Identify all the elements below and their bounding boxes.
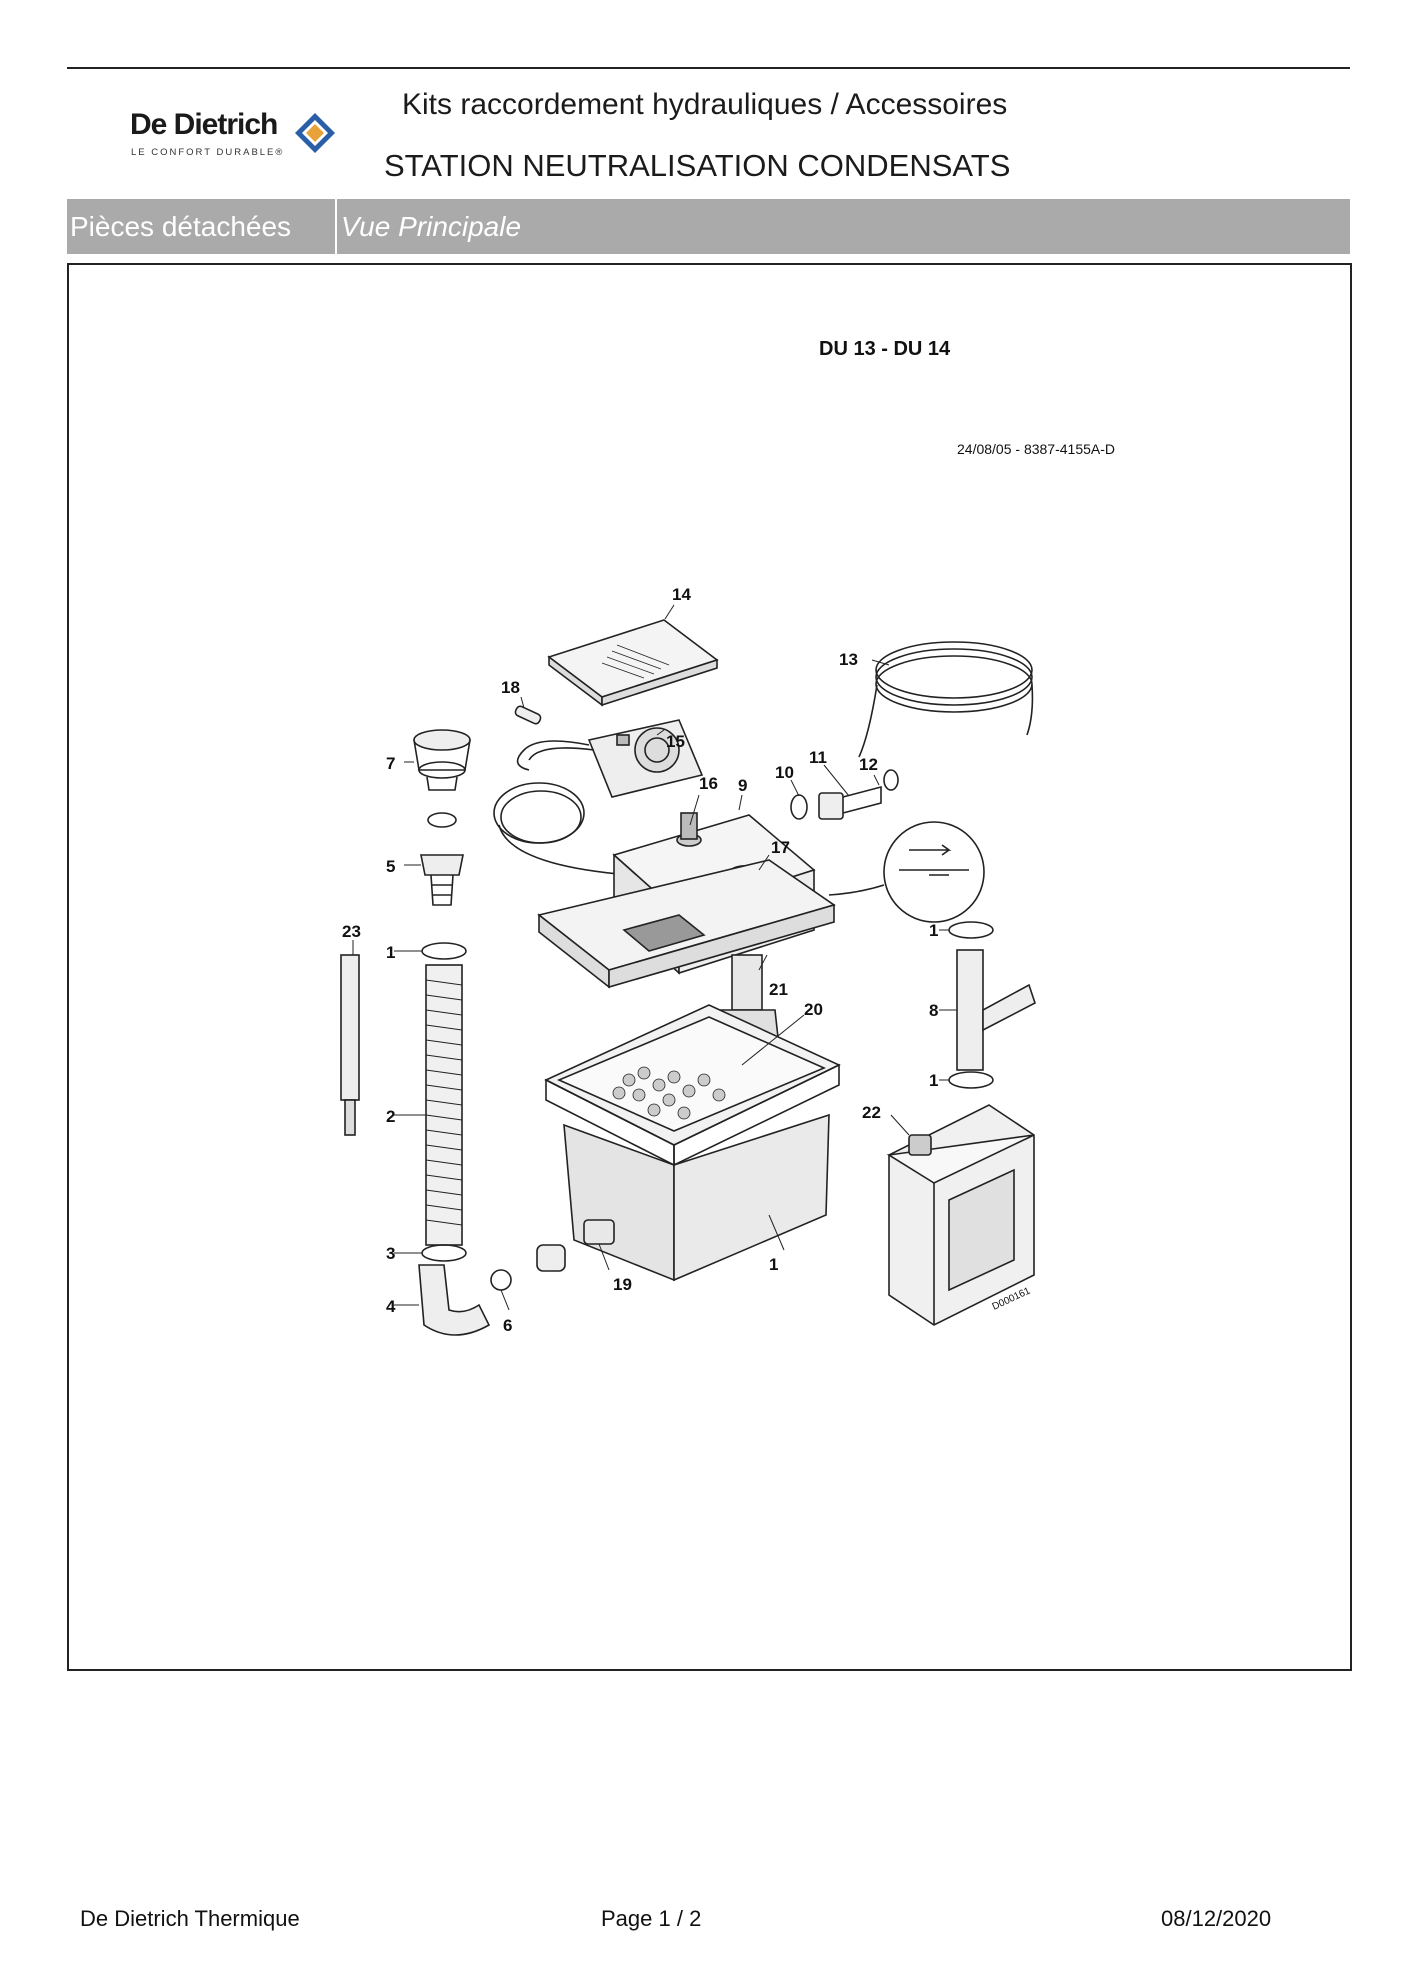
elbow-connector [418, 1264, 491, 1336]
nut-fitting [413, 729, 471, 791]
drawing-reference: 24/08/05 - 8387-4155A-D [957, 441, 1115, 457]
part-number: 2 [386, 1107, 395, 1126]
gasket [427, 812, 457, 828]
part-number: 1 [929, 921, 938, 940]
seal-ring [790, 794, 808, 820]
part-number: 22 [862, 1103, 881, 1122]
part-number: 16 [699, 774, 718, 793]
part-number: 1 [386, 943, 395, 962]
neutraliser-canister [886, 1104, 1035, 1326]
section-bar: Pièces détachées Vue Principale [67, 199, 1350, 254]
part-number: 17 [771, 838, 790, 857]
diagram-frame: DU 13 - DU 14 24/08/05 - 8387-4155A-D [67, 263, 1352, 1671]
part-number: 18 [501, 678, 520, 697]
exploded-parts-diagram: DU 13 - DU 14 24/08/05 - 8387-4155A-D [340, 338, 1115, 1336]
section-label: Pièces détachées [70, 211, 292, 242]
hose-connector [818, 785, 882, 820]
part-number: 8 [929, 1001, 938, 1020]
neutralisation-tank [544, 1004, 841, 1282]
tube-coil [858, 641, 1034, 758]
part-number: 10 [775, 763, 794, 782]
clamp-ring [883, 769, 899, 791]
page-title: Kits raccordement hydrauliques / Accesso… [402, 88, 1008, 121]
view-label: Vue Principale [341, 211, 522, 242]
part-number: 19 [613, 1275, 632, 1294]
tank-lid [537, 859, 836, 989]
part-number: 1 [929, 1071, 938, 1090]
section-divider [335, 199, 337, 254]
part-number: 11 [809, 748, 827, 767]
outlet-nozzle [583, 1219, 615, 1245]
part-number: 9 [738, 776, 747, 795]
footer-date: 08/12/2020 [1161, 1906, 1272, 1931]
part-number: 5 [386, 857, 395, 876]
page-subtitle: STATION NEUTRALISATION CONDENSATS [384, 148, 1011, 183]
detail-callout [828, 821, 985, 923]
diamond-logo-icon [295, 113, 335, 153]
tee-fitting [956, 949, 1036, 1071]
corrugated-hose [425, 964, 463, 1246]
cover-plate [547, 619, 719, 707]
part-number: 4 [386, 1297, 396, 1316]
part-number: 23 [342, 922, 361, 941]
fuse [514, 705, 542, 725]
circuit-board [516, 719, 704, 798]
cable-loop [493, 782, 630, 876]
brand-logo: De Dietrich LE CONFORT DURABLE® [130, 108, 340, 164]
part-number: 12 [859, 755, 878, 774]
union-nut [536, 1244, 566, 1272]
part-number: 14 [672, 585, 691, 604]
footer-page: Page 1 / 2 [601, 1906, 702, 1931]
part-number: 7 [386, 754, 395, 773]
flat-gasket [490, 1269, 512, 1291]
part-number: 15 [666, 732, 685, 751]
model-label: DU 13 - DU 14 [819, 338, 951, 360]
part-number: 1 [769, 1255, 778, 1274]
brand-name: De Dietrich [130, 108, 278, 141]
part-number: 6 [503, 1316, 512, 1335]
brand-tagline: LE CONFORT DURABLE® [131, 147, 285, 158]
level-probe [340, 954, 360, 1136]
part-number: 20 [804, 1000, 823, 1019]
footer-company: De Dietrich Thermique [80, 1906, 300, 1931]
part-number: 21 [769, 980, 788, 999]
hose-adapter [420, 854, 464, 906]
header-rule [67, 67, 1350, 69]
part-number: 13 [839, 650, 858, 669]
part-number: 3 [386, 1244, 395, 1263]
